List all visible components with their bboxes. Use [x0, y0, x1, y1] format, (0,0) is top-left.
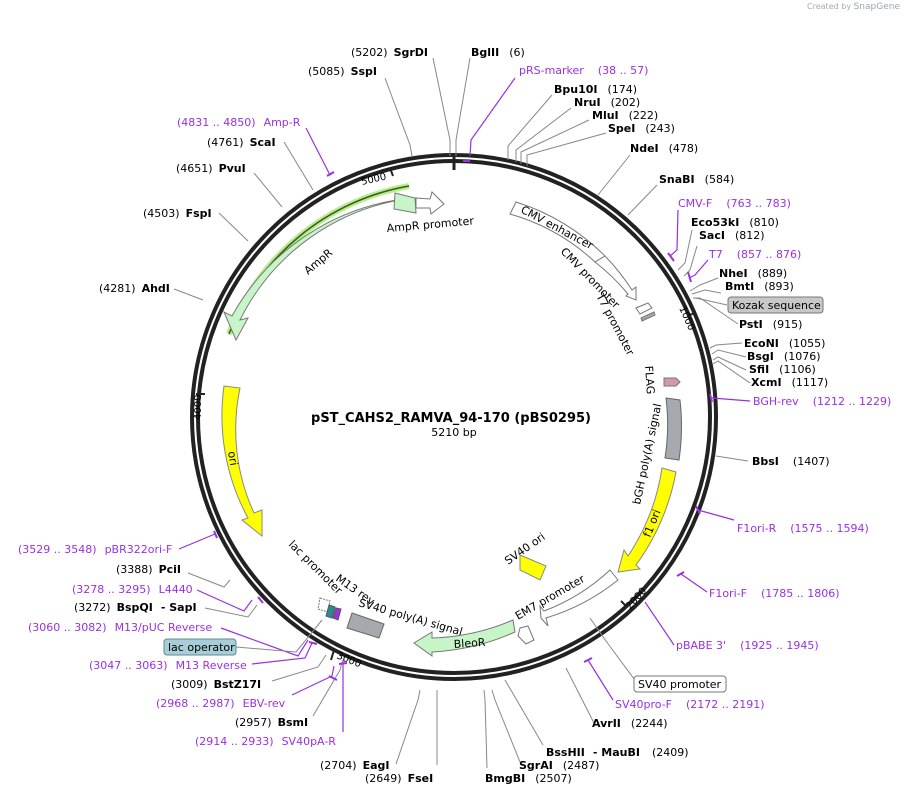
ampr-label: AmpR — [302, 246, 336, 277]
enzyme-sgrai[interactable]: SgrAI(2487) — [519, 759, 599, 772]
lac-operator-label[interactable]: lac operator — [168, 641, 235, 654]
enzyme-fspi[interactable]: (4503)FspI — [143, 207, 212, 220]
ampr-feature[interactable] — [223, 197, 414, 342]
enzyme-snabi[interactable]: SnaBI(584) — [659, 173, 734, 186]
sv40-promoter-label[interactable]: SV40 promoter — [638, 678, 722, 691]
flag-label: FLAG — [642, 365, 657, 394]
ori-label: ori — [225, 450, 240, 466]
f1-ori-feature[interactable] — [617, 467, 677, 573]
enzyme-eagi[interactable]: (2704)EagI — [320, 759, 389, 772]
sv40-promoter-feature[interactable] — [539, 569, 619, 627]
snapgene-logo: SnapGene — [853, 2, 900, 12]
bgh-polya-feature[interactable] — [664, 397, 682, 461]
cmv-promoter-feature[interactable] — [594, 255, 637, 301]
feature-leaders — [235, 297, 728, 684]
enzyme-pcii[interactable]: (3388)PciI — [116, 563, 181, 576]
flag-feature[interactable] — [663, 377, 681, 387]
primer-f1ori-f[interactable]: F1ori-F(1785 .. 1806) — [709, 587, 840, 600]
primer-m13-reverse[interactable]: (3047 .. 3063)M13 Reverse — [89, 659, 247, 672]
enzyme-pvui[interactable]: (4651)PvuI — [176, 162, 246, 175]
svg-text:4000: 4000 — [193, 395, 204, 420]
enzyme-ahdi[interactable]: (4281)AhdI — [99, 282, 170, 295]
t7-promoter-feature[interactable] — [635, 302, 653, 315]
enzyme-psti[interactable]: PstI(915) — [739, 318, 802, 331]
em7-promoter-feature[interactable] — [517, 625, 535, 645]
enzyme-bmti[interactable]: BmtI(893) — [725, 280, 794, 293]
enzyme-spei[interactable]: SpeI(243) — [608, 122, 675, 135]
enzyme-sfii[interactable]: SfiI(1106) — [749, 363, 816, 376]
enzyme-ndei[interactable]: NdeI(478) — [630, 142, 698, 155]
enzyme-econi[interactable]: EcoNI(1055) — [744, 337, 825, 350]
enzyme-bpu10i[interactable]: Bpu10I(174) — [554, 83, 637, 96]
enzyme-bbsi[interactable]: BbsI(1407) — [752, 455, 829, 468]
lac-operator-feature[interactable] — [325, 604, 336, 619]
primer-pbr322ori-f[interactable]: (3529 .. 3548)pBR322ori-F — [18, 543, 172, 556]
plasmid-name: pST_CAHS2_RAMVA_94-170 (pBS0295) — [311, 411, 591, 426]
primer-l4440[interactable]: (3278 .. 3295)L4440 — [72, 583, 193, 596]
ampr-promoter-label: AmpR promoter — [386, 214, 475, 235]
enzyme-xcmi[interactable]: XcmI(1117) — [751, 376, 828, 389]
primer-bgh-rev[interactable]: BGH-rev(1212 .. 1229) — [753, 395, 891, 408]
bleor-feature[interactable] — [413, 619, 516, 657]
enzyme-sspi[interactable]: (5085)SspI — [308, 65, 377, 78]
primer-amp-r[interactable]: (4831 .. 4850)Amp-R — [177, 116, 301, 129]
primer-f1ori-r[interactable]: F1ori-R(1575 .. 1594) — [737, 522, 869, 535]
enzyme-eco53ki[interactable]: Eco53kI(810) — [691, 216, 779, 229]
primer-prs-marker[interactable]: pRS-marker(38 .. 57) — [519, 64, 648, 77]
enzyme-bsgi[interactable]: BsgI(1076) — [747, 350, 820, 363]
ori-feature[interactable] — [221, 385, 263, 538]
enzyme-bstz17i[interactable]: (3009)BstZ17I — [171, 678, 261, 691]
primer-cmv-f[interactable]: CMV-F(763 .. 783) — [678, 197, 791, 210]
sv40-polya-feature[interactable] — [346, 612, 385, 639]
enzyme-saci[interactable]: SacI(812) — [699, 229, 765, 242]
svg-text:5000: 5000 — [360, 171, 387, 187]
enzyme-mlui[interactable]: MluI(222) — [592, 109, 658, 122]
enzyme-labels: (5202)SgrDI BglII(6) (5085)SspI Bpu10I(1… — [74, 46, 829, 785]
primer-t7[interactable]: T7(857 .. 876) — [708, 248, 801, 261]
enzyme-drui[interactable]: NruI(202) — [574, 96, 640, 109]
enzyme-bglii[interactable]: BglII(6) — [471, 46, 525, 59]
primer-leaders — [178, 77, 751, 732]
cmv-enhancer-label: CMV enhancer — [519, 203, 596, 252]
boxed-feature-labels: Kozak sequence SV40 promoter lac operato… — [163, 296, 824, 693]
ampr-promoter-feature[interactable] — [415, 191, 445, 215]
lac-promoter-label: lac promoter — [286, 538, 345, 597]
bleor-label: BleoR — [453, 636, 486, 651]
m13-rev-feature[interactable] — [332, 607, 342, 621]
enzyme-fsei[interactable]: (2649)FseI — [365, 772, 433, 785]
snapgene-credit: Created by SnapGene — [807, 2, 900, 12]
primer-m13-puc-reverse[interactable]: (3060 .. 3082)M13/pUC Reverse — [28, 621, 212, 634]
enzyme-bspqi[interactable]: (3272)BspQI- SapI — [74, 601, 197, 614]
primer-sv40pa-r[interactable]: (2914 .. 2933)SV40pA-R — [195, 735, 336, 748]
enzyme-nhei[interactable]: NheI(889) — [719, 267, 787, 280]
enzyme-bsshii[interactable]: BssHII- MauBI(2409) — [546, 746, 689, 759]
kozak-sequence-label[interactable]: Kozak sequence — [732, 299, 821, 312]
primer-labels: pRS-marker(38 .. 57) CMV-F(763 .. 783) T… — [18, 64, 891, 748]
enzyme-bmgbi[interactable]: BmgBI(2507) — [485, 772, 572, 785]
primer-pbabe-3[interactable]: pBABE 3'(1925 .. 1945) — [676, 639, 819, 652]
sv40-ori-feature[interactable] — [519, 554, 547, 581]
enzyme-leaders — [173, 57, 751, 769]
enzyme-avrii[interactable]: AvrII(2244) — [592, 717, 667, 730]
enzyme-scai[interactable]: (4761)ScaI — [207, 136, 276, 149]
primer-ebv-rev[interactable]: (2968 .. 2987)EBV-rev — [156, 697, 286, 710]
kozak-feature[interactable] — [640, 311, 656, 322]
primer-sv40pro-f[interactable]: SV40pro-F(2172 .. 2191) — [615, 698, 765, 711]
enzyme-bsmi[interactable]: (2957)BsmI — [235, 716, 308, 729]
enzyme-sgrdi[interactable]: (5202)SgrDI — [351, 46, 428, 59]
plasmid-length: 5210 bp — [431, 426, 476, 439]
